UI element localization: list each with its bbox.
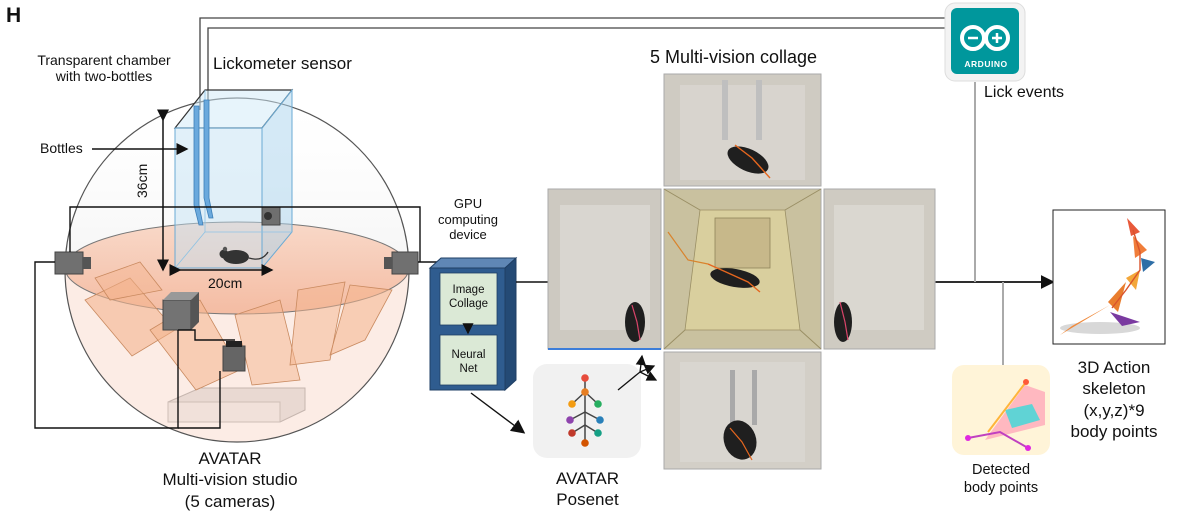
skeleton-caption-line1: 3D Action (1077, 358, 1151, 377)
neural-net-line1: Neural (451, 349, 486, 361)
image-collage-line2: Collage (449, 298, 488, 311)
studio-caption-line3: (5 cameras) (184, 491, 276, 511)
posenet-caption: AVATAR Posenet (530, 468, 645, 511)
camera-icon (54, 206, 419, 372)
detected-points-panel (952, 365, 1050, 455)
detected-caption-line2: body points (963, 480, 1039, 497)
panel-letter: H (6, 4, 22, 27)
mouse-icon (219, 246, 269, 264)
image-collage-line1: Image (452, 284, 485, 296)
gpu-caption-line3: device (449, 227, 487, 243)
posenet-caption-line2: Posenet (556, 490, 619, 510)
neural-net-line2: Net (459, 363, 478, 376)
studio-caption: AVATAR Multi-vision studio (5 cameras) (110, 448, 350, 512)
chamber-title-line2: with two-bottles (55, 68, 153, 85)
skeleton-caption: 3D Action skeleton (x,y,z)*9 body points (1052, 357, 1176, 442)
lick-signal-lines (974, 82, 1004, 365)
chamber-title: Transparent chamber with two-bottles (14, 52, 194, 84)
width-dimension-label: 20cm (208, 275, 243, 291)
detected-caption-line1: Detected (971, 462, 1031, 478)
skeleton-3d-panel (1052, 209, 1166, 345)
posenet-nodes (566, 374, 604, 447)
arduino-logo-icon (944, 2, 1026, 82)
skeleton-caption-line4: body points (1070, 421, 1158, 441)
camera-wires (34, 206, 450, 429)
dimension-lines (92, 109, 274, 276)
lickometer-box (173, 88, 294, 270)
chamber-title-line1: Transparent chamber (37, 52, 171, 68)
studio-caption-line1: AVATAR (198, 449, 262, 468)
arduino-logo-text: ARDUINO (964, 59, 1008, 69)
skeleton-caption-line2: skeleton (1082, 379, 1146, 399)
studio-caption-line2: Multi-vision studio (162, 470, 298, 490)
collage-grid (547, 73, 936, 470)
posenet-icon-box (533, 364, 641, 458)
image-collage-block: Image Collage (440, 283, 497, 312)
connector-lines (470, 275, 1055, 434)
gpu-device (428, 256, 518, 392)
lickometer-label: Lickometer sensor (213, 54, 352, 73)
skeleton-caption-line3: (x,y,z)*9 (1083, 400, 1145, 420)
arduino-wires (199, 17, 945, 110)
neural-net-block: Neural Net (440, 348, 497, 377)
detected-caption: Detected body points (945, 461, 1057, 497)
gpu-caption-line1: GPU (453, 196, 483, 211)
gpu-caption-line2: computing (438, 211, 498, 227)
branch-arrows-icon (617, 354, 658, 391)
bottles-label: Bottles (40, 140, 83, 156)
gpu-caption: GPU computing device (418, 196, 518, 243)
lick-events-label: Lick events (984, 84, 1065, 101)
height-dimension-label: 36cm (134, 163, 150, 198)
posenet-caption-line1: AVATAR (556, 469, 619, 488)
collage-title: 5 Multi-vision collage (650, 47, 818, 67)
